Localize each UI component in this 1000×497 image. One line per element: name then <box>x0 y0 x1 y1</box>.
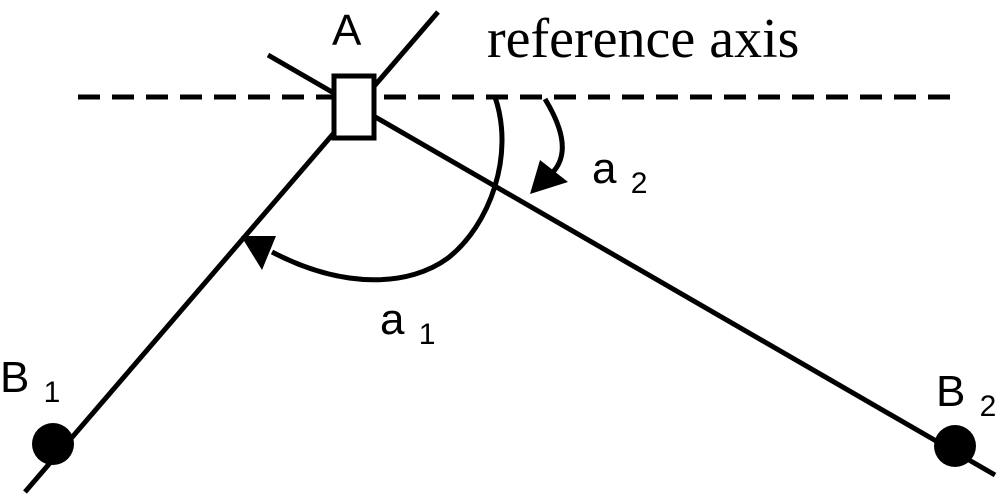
label-angle-a2: a 2 <box>592 144 647 200</box>
label-angle-a1: a 1 <box>380 295 435 351</box>
label-point-b2-base: B <box>936 367 965 416</box>
label-angle-a1-sub: 1 <box>419 318 436 351</box>
label-reference-axis: reference axis <box>487 8 799 70</box>
label-point-b1-sub: 1 <box>44 376 61 409</box>
arc-a2 <box>542 97 565 174</box>
label-point-b1: B 1 <box>0 353 60 409</box>
point-b1-dot <box>32 423 74 465</box>
arrowhead-a2 <box>530 160 568 194</box>
label-point-b1-base: B <box>0 353 29 402</box>
point-b2-dot <box>934 425 976 467</box>
label-angle-a2-sub: 2 <box>631 167 648 200</box>
arrowhead-a1 <box>241 236 276 270</box>
arc-a1 <box>270 96 505 283</box>
label-point-b2: B 2 <box>936 367 996 423</box>
point-a-square <box>331 73 377 141</box>
label-angle-a1-base: a <box>380 295 405 344</box>
label-point-b2-sub: 2 <box>980 390 997 423</box>
line-a-b2 <box>266 52 997 478</box>
label-point-a: A <box>332 6 362 55</box>
label-angle-a2-base: a <box>592 144 617 193</box>
